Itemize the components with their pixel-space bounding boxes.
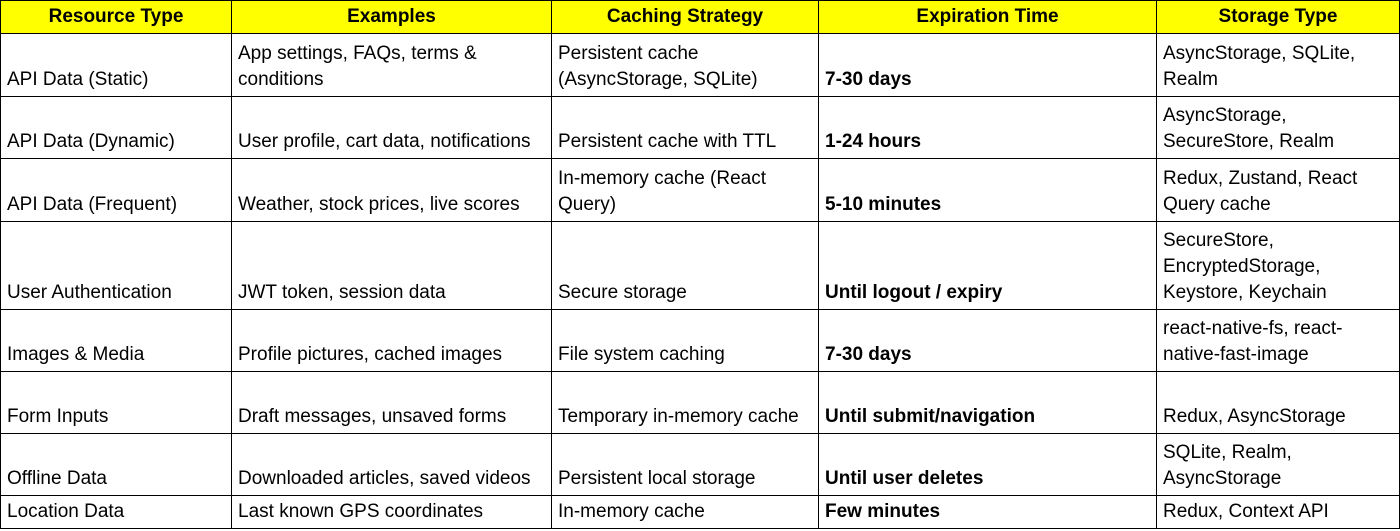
cell-expiration-time: Until submit/navigation bbox=[818, 371, 1157, 434]
cell-storage-type: Redux, Zustand, React Query cache bbox=[1156, 158, 1400, 222]
table-row: Images & Media Profile pictures, cached … bbox=[0, 309, 1400, 372]
cell-resource-type: Images & Media bbox=[0, 309, 232, 372]
cell-expiration-time: Few minutes bbox=[818, 495, 1157, 529]
table-row: API Data (Static) App settings, FAQs, te… bbox=[0, 33, 1400, 97]
cell-caching-strategy: Persistent local storage bbox=[551, 433, 819, 496]
cell-expiration-time: Until user deletes bbox=[818, 433, 1157, 496]
header-expiration-time: Expiration Time bbox=[818, 0, 1157, 34]
cell-examples: Weather, stock prices, live scores bbox=[231, 158, 552, 222]
cell-caching-strategy: In-memory cache (React Query) bbox=[551, 158, 819, 222]
cell-caching-strategy: Persistent cache (AsyncStorage, SQLite) bbox=[551, 33, 819, 97]
cell-expiration-time: 1-24 hours bbox=[818, 96, 1157, 159]
header-storage-type: Storage Type bbox=[1156, 0, 1400, 34]
table-row: API Data (Dynamic) User profile, cart da… bbox=[0, 96, 1400, 159]
cell-resource-type: API Data (Static) bbox=[0, 33, 232, 97]
table-row: Offline Data Downloaded articles, saved … bbox=[0, 433, 1400, 496]
cell-storage-type: Redux, Context API bbox=[1156, 495, 1400, 529]
cell-storage-type: Redux, AsyncStorage bbox=[1156, 371, 1400, 434]
cell-expiration-time: Until logout / expiry bbox=[818, 221, 1157, 310]
cell-caching-strategy: Persistent cache with TTL bbox=[551, 96, 819, 159]
table-row: Location Data Last known GPS coordinates… bbox=[0, 495, 1400, 529]
cell-resource-type: User Authentication bbox=[0, 221, 232, 310]
cell-resource-type: Form Inputs bbox=[0, 371, 232, 434]
header-row: Resource Type Examples Caching Strategy … bbox=[0, 0, 1400, 34]
cell-storage-type: SecureStore, EncryptedStorage, Keystore,… bbox=[1156, 221, 1400, 310]
cell-examples: JWT token, session data bbox=[231, 221, 552, 310]
cell-expiration-time: 7-30 days bbox=[818, 33, 1157, 97]
cell-expiration-time: 5-10 minutes bbox=[818, 158, 1157, 222]
cell-caching-strategy: File system caching bbox=[551, 309, 819, 372]
cell-examples: App settings, FAQs, terms & conditions bbox=[231, 33, 552, 97]
cell-resource-type: API Data (Dynamic) bbox=[0, 96, 232, 159]
cell-examples: Last known GPS coordinates bbox=[231, 495, 552, 529]
table-row: API Data (Frequent) Weather, stock price… bbox=[0, 158, 1400, 222]
table-row: User Authentication JWT token, session d… bbox=[0, 221, 1400, 310]
header-caching-strategy: Caching Strategy bbox=[551, 0, 819, 34]
cell-examples: User profile, cart data, notifications bbox=[231, 96, 552, 159]
cell-examples: Downloaded articles, saved videos bbox=[231, 433, 552, 496]
cell-storage-type: SQLite, Realm, AsyncStorage bbox=[1156, 433, 1400, 496]
cell-examples: Profile pictures, cached images bbox=[231, 309, 552, 372]
cell-storage-type: AsyncStorage, SecureStore, Realm bbox=[1156, 96, 1400, 159]
cell-caching-strategy: Temporary in-memory cache bbox=[551, 371, 819, 434]
header-resource-type: Resource Type bbox=[0, 0, 232, 34]
table-row: Form Inputs Draft messages, unsaved form… bbox=[0, 371, 1400, 434]
cell-resource-type: Location Data bbox=[0, 495, 232, 529]
cell-resource-type: API Data (Frequent) bbox=[0, 158, 232, 222]
cell-caching-strategy: In-memory cache bbox=[551, 495, 819, 529]
cell-storage-type: AsyncStorage, SQLite, Realm bbox=[1156, 33, 1400, 97]
cell-caching-strategy: Secure storage bbox=[551, 221, 819, 310]
header-examples: Examples bbox=[231, 0, 552, 34]
cell-resource-type: Offline Data bbox=[0, 433, 232, 496]
cell-examples: Draft messages, unsaved forms bbox=[231, 371, 552, 434]
cell-expiration-time: 7-30 days bbox=[818, 309, 1157, 372]
cell-storage-type: react-native-fs, react-native-fast-image bbox=[1156, 309, 1400, 372]
